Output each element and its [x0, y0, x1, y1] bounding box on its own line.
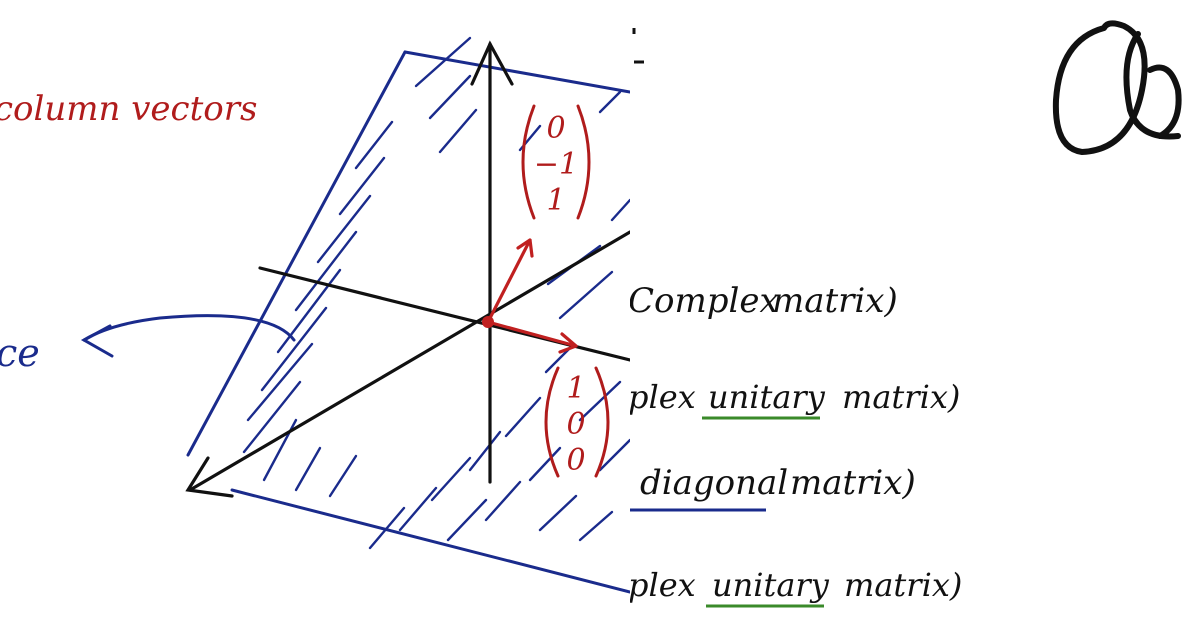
hatch-stroke	[260, 306, 328, 392]
note-line-1: Complex matrix)	[630, 281, 898, 321]
hatch-stroke	[610, 198, 630, 222]
note-word: Complex	[630, 281, 779, 321]
hatch-stroke	[484, 480, 522, 522]
note-line-2: plex unitary matrix)	[630, 378, 960, 416]
subspace-sketch-panel: 0 −1 1 1 0 0 column vectors ce	[0, 36, 630, 594]
vector-right-arrowhead	[558, 332, 578, 354]
vector-2-entry: 0	[566, 443, 585, 478]
hatch-stroke	[468, 430, 502, 472]
vector-1-entry: 1	[546, 183, 565, 218]
hatch-stroke	[294, 230, 358, 312]
vector-up	[486, 238, 532, 324]
vector-brackets	[521, 104, 610, 478]
vector-2-entries: 1 0 0	[566, 371, 585, 478]
hatch-stroke	[354, 120, 394, 170]
note-word: diagonal	[640, 463, 788, 503]
hatch-stroke	[328, 454, 358, 498]
hatch-stroke	[446, 498, 488, 542]
space-pointer-arrow	[80, 314, 296, 358]
hatch-stroke	[276, 268, 342, 354]
hatch-stroke	[398, 486, 438, 532]
hatch-stroke	[598, 90, 622, 114]
notes-panel: Complex matrix) plex unitary matrix) dia…	[630, 0, 1200, 630]
hatch-stroke	[438, 108, 478, 154]
subspace-sketch: 0 −1 1 1 0 0 column vectors ce	[0, 36, 630, 594]
vector-1-entry: −1	[534, 147, 578, 182]
hatch-stroke	[294, 446, 322, 492]
diagonal-axis	[188, 230, 630, 492]
vector-2-entry: 0	[566, 407, 585, 442]
hatch-stroke	[368, 506, 406, 550]
vertical-axis-arrowhead	[470, 40, 514, 86]
vector-2-entry: 1	[566, 371, 585, 406]
note-word: plex	[630, 378, 696, 416]
note-line-3: diagonal matrix)	[640, 463, 916, 503]
note-word: matrix)	[772, 281, 898, 321]
note-word: matrix)	[790, 463, 916, 503]
hatch-stroke	[538, 494, 578, 532]
note-word: unitary	[712, 566, 830, 604]
note-word: matrix)	[842, 378, 960, 416]
hatch-stroke	[558, 270, 614, 320]
origin-dot	[482, 316, 494, 328]
vector-right	[486, 320, 578, 348]
hatch-stroke	[242, 380, 302, 454]
hatch-stroke	[338, 156, 386, 216]
hatch-stroke	[316, 194, 372, 264]
hatch-stroke	[528, 446, 562, 482]
diagonal-axis-arrowhead	[185, 456, 234, 498]
note-line-4: plex unitary matrix)	[630, 566, 962, 604]
hatch-stroke	[414, 36, 472, 88]
note-word: unitary	[708, 378, 826, 416]
hatch-stroke	[504, 396, 542, 438]
hatch-stroke	[246, 342, 314, 422]
hatch-stroke	[578, 510, 614, 542]
space-label: ce	[0, 331, 40, 375]
plane-outline	[186, 50, 630, 594]
hatch-stroke	[428, 74, 472, 120]
logo	[1052, 20, 1182, 155]
vector-1-entries: 0 −1 1	[534, 111, 578, 218]
vector-1-entry: 0	[546, 111, 565, 146]
note-word: plex	[630, 566, 696, 604]
hatch-stroke	[598, 438, 630, 472]
basis-vectors	[486, 238, 578, 354]
hatch-stroke	[430, 456, 472, 502]
handwritten-notes: Complex matrix) plex unitary matrix) dia…	[630, 20, 1182, 608]
column-vectors-label: column vectors	[0, 89, 257, 129]
hatch-stroke	[578, 380, 622, 422]
vector-up-arrowhead	[516, 238, 534, 258]
note-word: matrix)	[844, 566, 962, 604]
